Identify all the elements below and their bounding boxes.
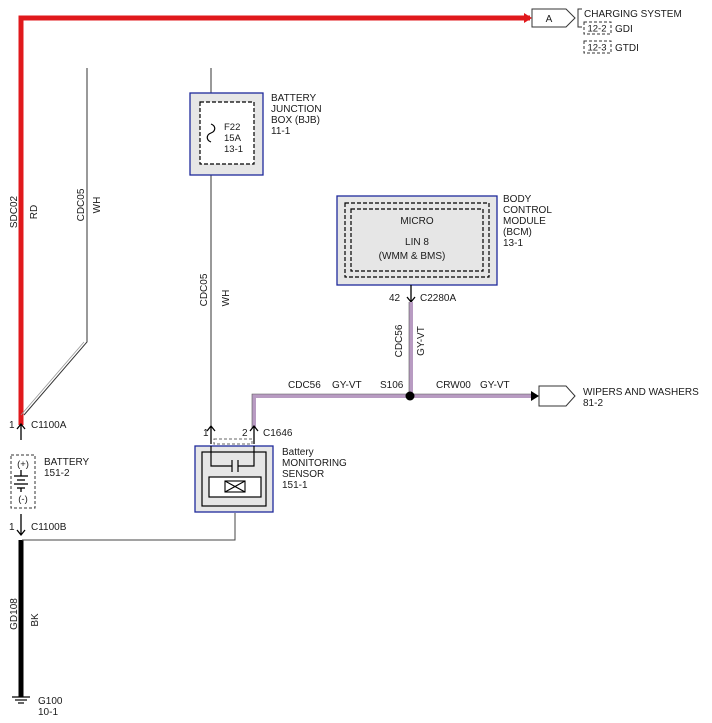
wire-cdc05-left-circuit: CDC05 — [76, 188, 87, 221]
bms-title-3: SENSOR — [282, 469, 324, 480]
bcm-box[interactable] — [336, 195, 498, 286]
battery-top-terminal-icon — [16, 422, 26, 440]
splice-s106-dot — [405, 391, 415, 401]
wipers-title[interactable]: WIPERS AND WASHERS — [583, 387, 699, 398]
bcm-connector[interactable]: C2280A — [420, 293, 456, 304]
bjb-fuse-ref[interactable]: 13-1 — [224, 144, 243, 155]
wire-cdc56-horizontal — [252, 394, 410, 428]
battery-minus-label: (-) — [18, 494, 28, 505]
wire-gd108-circuit: GD108 — [9, 598, 20, 630]
wire-cdc05-mid-color: WH — [221, 290, 232, 307]
charging-connector-arrow — [524, 13, 532, 23]
wire-cdc56-horizontal-edge — [251, 393, 410, 428]
wire-cdc56-horizontal-color: GY-VT — [332, 380, 362, 391]
wire-cdc05-left — [23, 68, 88, 416]
bms-connector[interactable]: C1646 — [263, 428, 293, 439]
charging-ref-gtdi-code[interactable]: 12-3 — [587, 43, 606, 54]
wire-sdc02-color: RD — [29, 205, 40, 219]
ground-icon — [12, 696, 30, 704]
bjb-ref[interactable]: 11-1 — [271, 126, 291, 137]
charging-ref-gtdi-label: GTDI — [615, 43, 639, 54]
bjb-title-1: BATTERY — [271, 93, 317, 104]
ground-ref[interactable]: 10-1 — [38, 707, 58, 718]
wire-sdc02-labels: SDC02 RD — [9, 195, 40, 228]
wire-gd108-color: BK — [30, 613, 41, 627]
splice-s106-label[interactable]: S106 — [380, 380, 404, 391]
bjb-inner-box — [199, 101, 255, 165]
bcm-dashed-inner — [350, 208, 484, 272]
wire-cdc56-horizontal-circuit: CDC56 — [288, 380, 321, 391]
bms-pin-2: 2 — [242, 428, 248, 439]
battery-bottom-terminal-icon — [16, 514, 26, 537]
bjb-fuse-rating: 15A — [224, 133, 242, 144]
wire-cdc56-vertical-color: GY-VT — [416, 326, 427, 356]
wire-bms-ground — [22, 513, 236, 541]
bms-pin1-terminal-icon — [206, 424, 216, 444]
charging-ref-gdi-box — [583, 21, 612, 35]
bjb-fuse-id: F22 — [224, 122, 240, 133]
bms-title-1: Battery — [282, 447, 314, 458]
battery-bottom-pin: 1 — [9, 522, 15, 533]
bcm-title-2: CONTROL — [503, 205, 552, 216]
charging-ref-gtdi-box — [583, 40, 612, 54]
wipers-connector-shape — [538, 385, 576, 407]
wire-sdc02-circuit: SDC02 — [9, 195, 20, 228]
bcm-title-1: BODY — [503, 194, 532, 205]
wipers-arrow — [531, 391, 539, 401]
wire-crw00-color: GY-VT — [480, 380, 510, 391]
bms-ref[interactable]: 151-1 — [282, 480, 308, 491]
connector-a-letter: A — [546, 14, 553, 25]
bjb-title-2: JUNCTION — [271, 104, 322, 115]
bcm-terminal-icon — [406, 285, 416, 304]
wire-crw00-circuit: CRW00 — [436, 380, 471, 391]
battery-title[interactable]: BATTERY — [44, 457, 90, 468]
battery-top-pin: 1 — [9, 420, 15, 431]
sensor-element-icon — [224, 480, 246, 493]
charging-system-title[interactable]: CHARGING SYSTEM — [584, 9, 682, 20]
wire-cdc05-left-double — [20, 341, 85, 416]
bms-inner-box — [201, 451, 267, 507]
wire-cdc56-vertical-circuit: CDC56 — [394, 324, 405, 357]
battery-bottom-connector[interactable]: C1100B — [31, 522, 67, 533]
ground-label[interactable]: G100 — [38, 696, 63, 707]
charging-ref-gdi-code[interactable]: 12-2 — [587, 24, 606, 35]
wire-cdc05-left-color: WH — [92, 197, 103, 214]
fuse-icon — [206, 123, 216, 143]
bms-connector-housing — [213, 438, 253, 445]
connector-a-shape — [531, 8, 576, 28]
bms-pin-1: 1 — [203, 428, 209, 439]
battery-box[interactable] — [10, 454, 36, 509]
battery-plus-label: (+) — [17, 459, 29, 470]
wire-cdc05-mid-circuit: CDC05 — [199, 273, 210, 306]
bcm-micro-label: MICRO — [400, 216, 434, 227]
charging-ref-gdi-label: GDI — [615, 24, 633, 35]
bcm-pin: 42 — [389, 293, 401, 304]
bms-title-2: MONITORING — [282, 458, 347, 469]
battery-top-connector[interactable]: C1100A — [31, 420, 67, 431]
battery-cells-icon — [14, 470, 28, 492]
bcm-dashed-outer — [344, 202, 490, 278]
bjb-title-3: BOX (BJB) — [271, 115, 320, 126]
bcm-title-3: MODULE — [503, 216, 546, 227]
bcm-ref[interactable]: 13-1 — [503, 238, 523, 249]
wire-sdc02 — [18, 15, 530, 425]
bms-pin2-terminal-icon — [249, 424, 259, 444]
charging-bracket — [577, 8, 582, 28]
bcm-lin-label: LIN 8 — [405, 237, 429, 248]
wipers-ref[interactable]: 81-2 — [583, 398, 603, 409]
bcm-title-4: (BCM) — [503, 227, 532, 238]
bcm-lin-detail: (WMM & BMS) — [379, 251, 446, 262]
capacitor-icon — [210, 446, 255, 472]
battery-ref[interactable]: 151-2 — [44, 468, 70, 479]
